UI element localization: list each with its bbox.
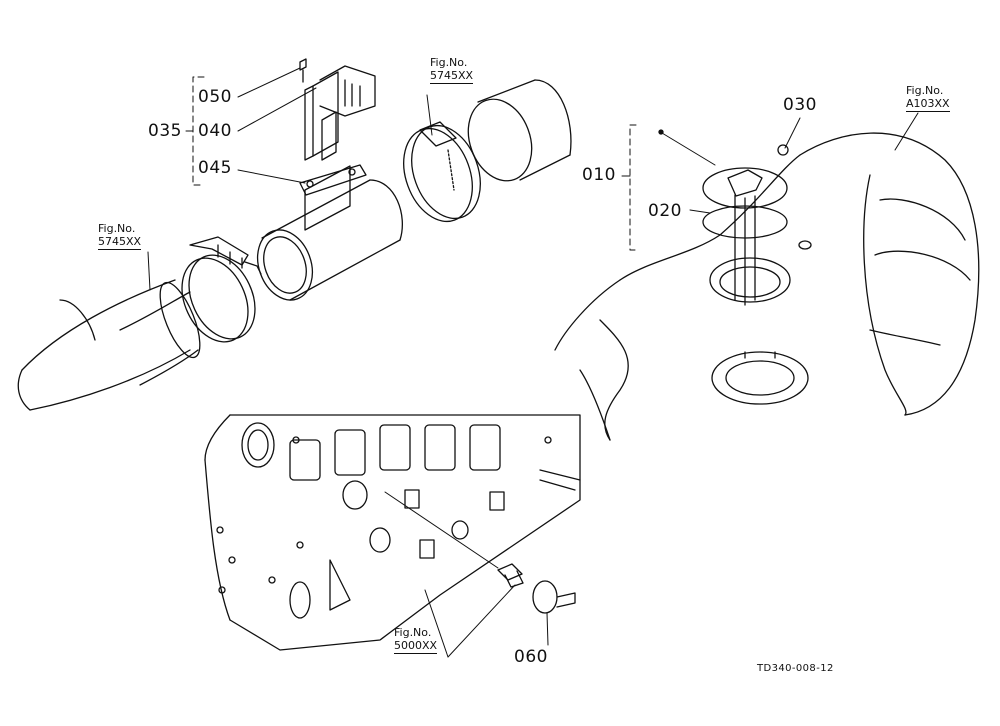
label-part-010: 010: [582, 165, 616, 185]
hose-clamp-top: [392, 116, 493, 231]
sensor-060: [385, 492, 575, 613]
sensor-module: [300, 59, 375, 160]
hose-top: [457, 80, 571, 190]
fuel-sender-unit: [659, 130, 811, 404]
fig-ref-hose-top: Fig.No. 5745XX: [430, 56, 474, 84]
drawing-reference-number: TD340-008-12: [757, 663, 834, 674]
label-part-035: 035: [148, 121, 182, 141]
fig-ref-code: A103XX: [906, 97, 950, 112]
fig-ref-caption: Fig.No.: [98, 222, 136, 235]
leader-lines-tank: [622, 113, 918, 250]
leader-lines-intake: [148, 68, 432, 290]
fig-ref-code: 5745XX: [98, 235, 142, 250]
label-part-020: 020: [648, 201, 682, 221]
fig-ref-code: 5745XX: [430, 69, 474, 84]
hose-clamp-left: [169, 237, 268, 353]
label-part-040: 040: [198, 121, 232, 141]
fig-ref-tank: Fig.No. A103XX: [906, 84, 950, 112]
leader-lines-block: [425, 585, 548, 657]
fig-ref-caption: Fig.No.: [394, 626, 432, 639]
airflow-meter-body: [248, 165, 402, 308]
label-part-060: 060: [514, 647, 548, 667]
label-part-050: 050: [198, 87, 232, 107]
fig-ref-hose-left: Fig.No. 5745XX: [98, 222, 142, 250]
fig-ref-caption: Fig.No.: [906, 84, 944, 97]
engine-block: [205, 415, 580, 650]
fig-ref-block: Fig.No. 5000XX: [394, 626, 438, 654]
fuel-tank: [555, 133, 979, 440]
fig-ref-caption: Fig.No.: [430, 56, 468, 69]
intake-hose-left: [18, 278, 208, 410]
fig-ref-code: 5000XX: [394, 639, 438, 654]
label-part-045: 045: [198, 158, 232, 178]
label-part-030: 030: [783, 95, 817, 115]
